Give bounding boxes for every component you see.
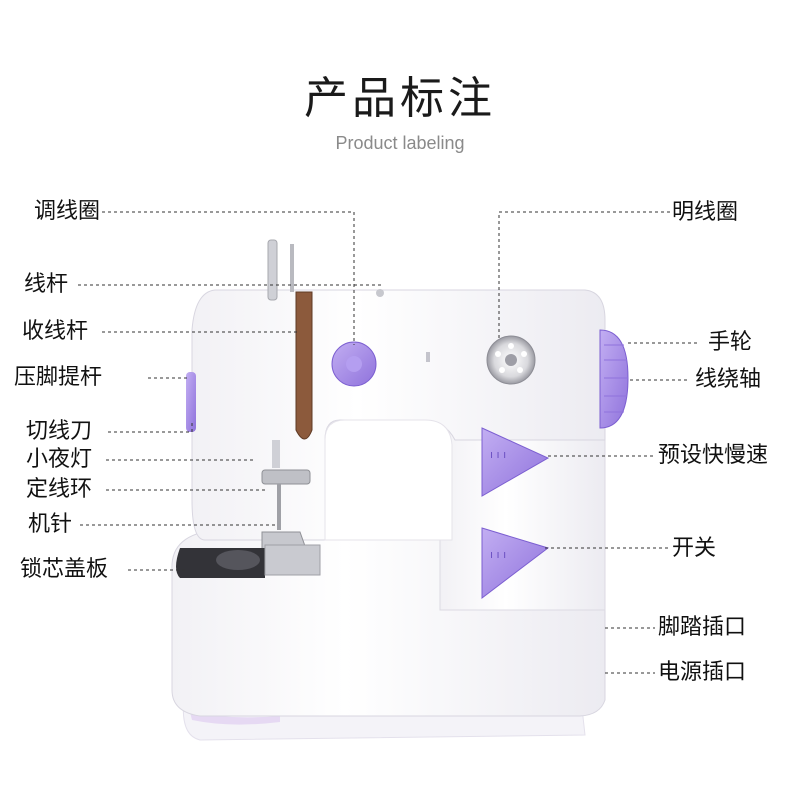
label-power-port: 电源插口 xyxy=(658,660,747,685)
leader-lines-left xyxy=(78,211,384,571)
label-foot-pedal-port: 脚踏插口 xyxy=(658,615,747,640)
base-shadow xyxy=(190,712,280,725)
label-hand-wheel: 手轮 xyxy=(708,330,753,355)
page-title: 产品标注 xyxy=(304,73,496,124)
presser-foot-lift-knob xyxy=(186,372,196,432)
label-presser-foot-lifter: 压脚提杆 xyxy=(14,365,103,390)
take-up-plate xyxy=(295,291,313,440)
label-take-up-lever: 收线杆 xyxy=(22,319,89,344)
speed-button xyxy=(481,427,550,497)
label-night-light: 小夜灯 xyxy=(26,447,93,472)
thread-rod xyxy=(267,239,278,301)
power-switch-button xyxy=(481,527,550,600)
label-bobbin-cover: 锁芯盖板 xyxy=(20,557,109,582)
page-subtitle: Product labeling xyxy=(335,133,465,153)
label-speed-preset: 预设快慢速 xyxy=(658,443,769,468)
label-tension-dial: 调线圈 xyxy=(34,199,101,224)
label-bobbin-spool: 明线圈 xyxy=(672,200,739,225)
inner-arch xyxy=(324,419,453,541)
label-power-switch: 开关 xyxy=(672,536,717,561)
needle-clamp xyxy=(261,469,311,485)
power-switch-marking: ı ı ı xyxy=(490,548,507,561)
needle-plate xyxy=(264,544,321,576)
leader-lines-right xyxy=(498,211,700,674)
label-winder-shaft: 线绕轴 xyxy=(695,367,762,392)
label-needle: 机针 xyxy=(28,512,73,537)
label-thread-rod: 线杆 xyxy=(24,272,69,297)
label-thread-cutter: 切线刀 xyxy=(26,419,93,444)
speed-button-marking: ı ı ı xyxy=(490,448,507,461)
label-thread-guide-ring: 定线环 xyxy=(26,477,93,502)
